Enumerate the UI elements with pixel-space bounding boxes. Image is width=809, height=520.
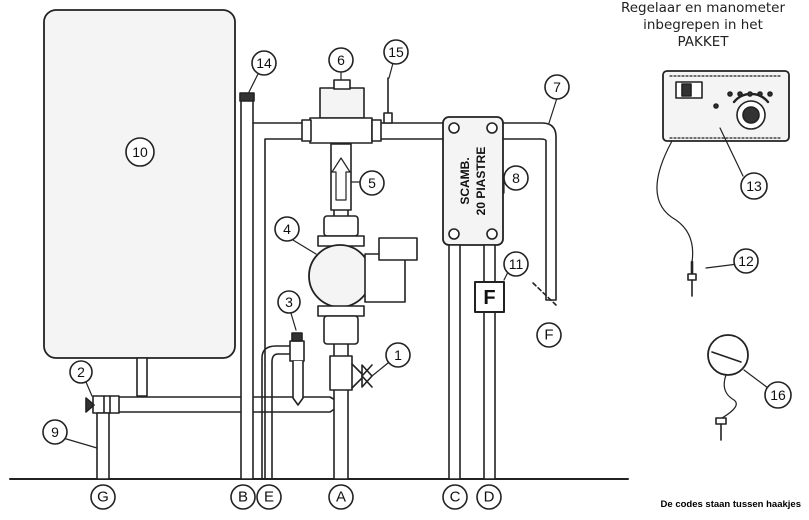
safety-valve	[289, 332, 305, 406]
callout-2: 2	[69, 360, 93, 384]
pipe-c	[448, 244, 461, 480]
plate-heat-exchanger: SCAMB. 20 PIASTRE	[442, 116, 504, 246]
callout-5-label: 5	[368, 175, 376, 191]
connectors: G B E A C D F	[90, 322, 562, 510]
callout-11-label: 11	[509, 256, 524, 272]
callout-14: 14	[251, 50, 277, 76]
callout-13-label: 13	[746, 178, 762, 194]
controller-unit	[662, 70, 790, 142]
callout-4: 4	[274, 216, 300, 242]
callout-7: 7	[544, 74, 570, 100]
flow-arrow	[331, 157, 351, 201]
callout-10-label: 10	[132, 144, 148, 160]
callout-6-label: 6	[337, 52, 345, 68]
callout-15-label: 15	[388, 44, 404, 60]
callout-15: 15	[383, 39, 409, 65]
drain-valve	[85, 395, 120, 414]
connector-c-label: C	[450, 489, 461, 506]
storage-tank	[43, 9, 236, 359]
kit-caption-line-1: Regelaar en manometer	[620, 0, 786, 16]
kit-caption: Regelaar en manometer inbegrepen in het …	[603, 0, 803, 51]
check-valve	[329, 355, 373, 391]
connector-d: D	[476, 484, 502, 510]
thermometer	[383, 77, 393, 124]
callout-12-label: 12	[738, 253, 754, 269]
circulation-pump	[308, 215, 418, 345]
callout-11: 11	[503, 251, 529, 277]
callout-3: 3	[277, 290, 301, 314]
connector-c: C	[442, 484, 468, 510]
callout-1: 1	[385, 342, 411, 368]
pipe-7-dashed	[532, 282, 557, 306]
footnote: De codes staan tussen haakjes	[660, 499, 801, 510]
callout-16: 16	[764, 381, 792, 409]
return-pipe-b	[240, 99, 254, 480]
drain-pipe	[96, 412, 110, 480]
leader-lines	[62, 62, 769, 449]
temperature-sensor	[687, 260, 697, 297]
connector-f: F	[536, 322, 562, 348]
callout-8: 8	[503, 165, 529, 191]
callout-12: 12	[733, 248, 759, 274]
pipe-d	[483, 244, 496, 480]
callout-14-label: 14	[256, 55, 272, 71]
callouts: 1 2 3 4 5 6 7 8 9 10 11 12 13 14 15 16	[42, 39, 792, 445]
connector-b: B	[230, 484, 256, 510]
callout-4-label: 4	[283, 221, 291, 237]
connector-b-label: B	[238, 489, 248, 506]
horizontal-supply-pipe	[117, 396, 343, 413]
flow-meter-label: F	[483, 287, 495, 309]
callout-13: 13	[740, 172, 768, 200]
callout-16-label: 16	[770, 387, 786, 403]
callout-10: 10	[125, 137, 155, 167]
connector-a: A	[328, 484, 354, 510]
kit-caption-line-2: inbegrepen in het	[643, 17, 763, 33]
connector-d-label: D	[484, 489, 495, 506]
connector-g: G	[90, 484, 116, 510]
pressure-gauge	[707, 334, 749, 441]
exchanger-label-line-1: SCAMB.	[458, 157, 472, 204]
callout-9-label: 9	[51, 424, 59, 440]
mixing-valve	[301, 79, 382, 144]
connector-e: E	[256, 484, 282, 510]
flow-meter-box	[474, 281, 505, 313]
air-vent-cap	[239, 92, 255, 102]
callout-7-label: 7	[553, 79, 561, 95]
connector-g-label: G	[97, 489, 109, 506]
kit-caption-line-3: PAKKET	[677, 34, 729, 50]
tank-outlet-stub	[136, 357, 148, 397]
callout-5: 5	[359, 170, 385, 196]
callout-3-label: 3	[285, 294, 293, 310]
connector-a-label: A	[336, 489, 346, 506]
callout-9: 9	[42, 419, 68, 445]
callout-1-label: 1	[394, 347, 402, 363]
callout-8-label: 8	[512, 170, 520, 186]
callout-2-label: 2	[77, 364, 85, 380]
sensor-cable	[656, 140, 694, 263]
exchanger-label-line-2: 20 PIASTRE	[474, 147, 488, 216]
connector-e-label: E	[264, 489, 274, 506]
callout-6: 6	[328, 47, 354, 73]
connector-f-label: F	[544, 327, 553, 344]
